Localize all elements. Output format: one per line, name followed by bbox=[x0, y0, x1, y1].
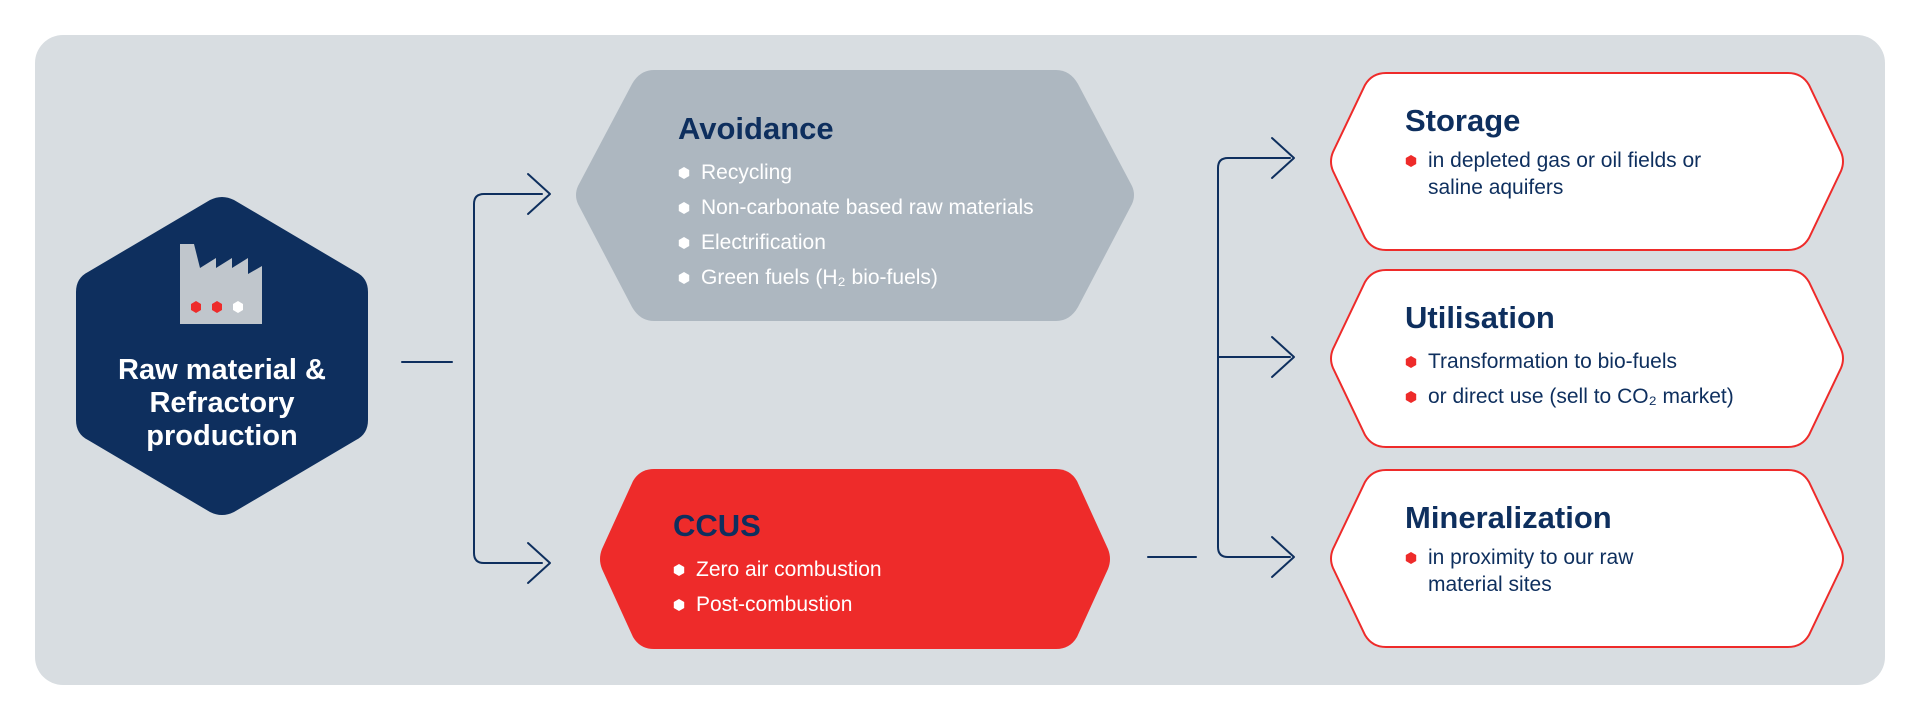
arrow-head-ccus bbox=[527, 542, 551, 584]
mineralization-hexagon bbox=[1330, 469, 1844, 648]
hexagon-bullet-icon bbox=[678, 272, 690, 285]
source-node: Raw material & Refractory production bbox=[76, 194, 368, 518]
avoidance-item: Green fuels (H₂ bio-fuels) bbox=[678, 260, 1034, 295]
ccus-hexagon bbox=[600, 469, 1110, 649]
storage-node: Storage in depleted gas or oil fields or… bbox=[1330, 72, 1844, 251]
utilisation-hexagon-shape bbox=[1330, 269, 1844, 448]
utilisation-list: Transformation to bio-fuels or direct us… bbox=[1405, 344, 1785, 414]
ccus-node: CCUS Zero air combustion Post-combustion bbox=[598, 469, 1112, 649]
avoidance-item: Electrification bbox=[678, 225, 1034, 260]
utilisation-item: Transformation to bio-fuels bbox=[1405, 344, 1785, 379]
hexagon-bullet-icon bbox=[673, 599, 685, 612]
utilisation-hexagon bbox=[1330, 269, 1844, 448]
arrow-head-mineralization bbox=[1271, 536, 1295, 578]
storage-hexagon bbox=[1330, 72, 1844, 251]
storage-item: in depleted gas or oil fields or saline … bbox=[1405, 147, 1745, 201]
hexagon-bullet-icon bbox=[1405, 391, 1417, 404]
source-title: Raw material & Refractory production bbox=[118, 354, 326, 452]
avoidance-list: Recycling Non-carbonate based raw materi… bbox=[678, 155, 1034, 295]
mineralization-node: Mineralization in proximity to our raw m… bbox=[1330, 469, 1844, 648]
hexagon-bullet-icon bbox=[1405, 356, 1417, 369]
arrow-head-avoidance bbox=[527, 173, 551, 215]
ccus-item: Zero air combustion bbox=[673, 552, 882, 587]
avoidance-item: Recycling bbox=[678, 155, 1034, 190]
storage-title: Storage bbox=[1405, 103, 1521, 138]
ccus-hexagon-shape bbox=[600, 469, 1110, 649]
mineralization-hexagon-shape bbox=[1330, 469, 1844, 648]
ccus-item: Post-combustion bbox=[673, 587, 882, 622]
hexagon-bullet-icon bbox=[678, 202, 690, 215]
avoidance-hexagon bbox=[576, 70, 1134, 321]
connector-split-avoidance-ccus bbox=[473, 193, 543, 564]
source-hexagon-shape bbox=[76, 197, 368, 515]
mineralization-item: in proximity to our raw material sites bbox=[1405, 544, 1675, 598]
arrow-head-storage bbox=[1271, 137, 1295, 179]
avoidance-item: Non-carbonate based raw materials bbox=[678, 190, 1034, 225]
mineralization-title: Mineralization bbox=[1405, 500, 1612, 535]
utilisation-node: Utilisation Transformation to bio-fuels … bbox=[1330, 269, 1844, 448]
mineralization-list: in proximity to our raw material sites bbox=[1405, 544, 1675, 598]
storage-list: in depleted gas or oil fields or saline … bbox=[1405, 147, 1745, 201]
storage-hexagon-shape bbox=[1330, 72, 1844, 251]
ccus-list: Zero air combustion Post-combustion bbox=[673, 552, 882, 622]
source-hexagon bbox=[76, 197, 368, 515]
hexagon-bullet-icon bbox=[673, 564, 685, 577]
avoidance-hexagon-shape bbox=[576, 70, 1134, 321]
avoidance-node: Avoidance Recycling Non-carbonate based … bbox=[576, 70, 1134, 321]
utilisation-item: or direct use (sell to CO₂ market) bbox=[1405, 379, 1785, 414]
avoidance-title: Avoidance bbox=[678, 111, 834, 146]
arrow-head-utilisation bbox=[1271, 336, 1295, 378]
ccus-title: CCUS bbox=[673, 508, 761, 543]
hexagon-bullet-icon bbox=[1405, 552, 1417, 565]
hexagon-bullet-icon bbox=[678, 167, 690, 180]
utilisation-title: Utilisation bbox=[1405, 300, 1555, 335]
hexagon-bullet-icon bbox=[678, 237, 690, 250]
factory-icon bbox=[180, 244, 262, 324]
hexagon-bullet-icon bbox=[1405, 155, 1417, 168]
